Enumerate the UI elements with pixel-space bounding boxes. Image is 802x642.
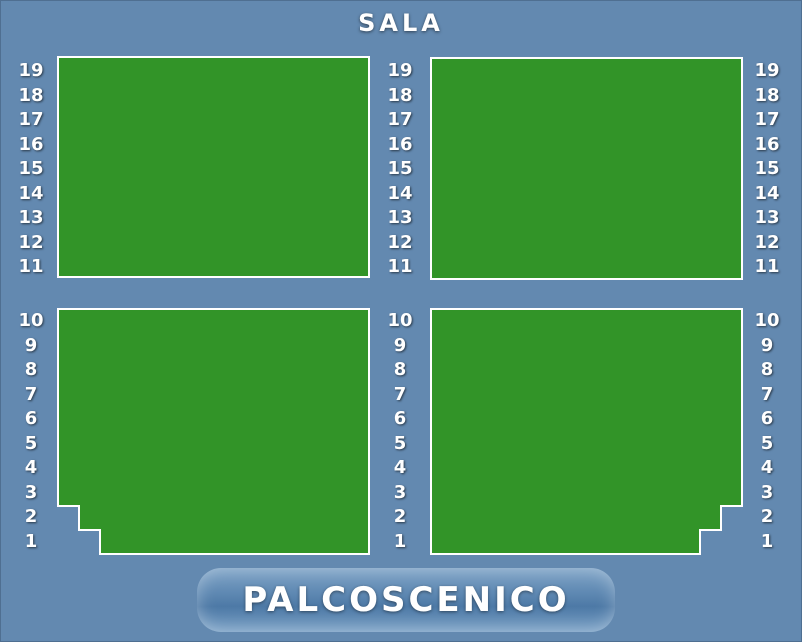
row-number: 7 [393,383,407,405]
row-number: 16 [754,133,780,155]
seat-block-upper-right[interactable] [430,57,744,281]
row-number: 5 [760,432,774,454]
row-number: 5 [393,432,407,454]
row-number: 2 [24,506,38,527]
row-number: 10 [18,310,44,331]
row-number: 14 [387,182,413,204]
row-number: 8 [393,359,407,380]
row-number: 15 [387,158,413,179]
row-number: 13 [754,207,780,228]
seat-block-lower-right[interactable] [430,308,744,556]
row-number: 14 [754,182,780,204]
row-number: 2 [760,506,774,527]
row-number: 3 [760,481,774,503]
row-number: 5 [24,432,38,454]
row-number: 1 [24,530,38,552]
row-numbers-lower-left: 10 9 8 7 6 5 4 3 2 1 [16,309,46,554]
row-number: 14 [18,182,44,204]
row-number: 17 [754,109,780,130]
row-number: 16 [387,133,413,155]
row-number: 11 [18,256,44,277]
row-number: 4 [760,457,774,478]
row-number: 17 [18,109,44,130]
row-number: 11 [754,256,780,277]
row-number: 1 [760,530,774,552]
row-number: 15 [18,158,44,179]
row-number: 18 [18,84,44,106]
seat-block-upper-left[interactable] [57,56,371,279]
row-number: 8 [24,359,38,380]
row-number: 19 [754,60,780,81]
row-number: 10 [754,310,780,331]
stage-label: PALCOSCENICO [242,580,570,620]
row-number: 7 [760,383,774,405]
row-number: 3 [393,481,407,503]
row-number: 13 [387,207,413,228]
row-number: 9 [24,334,38,356]
row-number: 7 [24,383,38,405]
row-numbers-upper-right: 19 18 17 16 15 14 13 12 11 [752,59,782,280]
row-number: 18 [387,84,413,106]
row-number: 19 [387,60,413,81]
row-number: 12 [754,231,780,253]
row-number: 16 [18,133,44,155]
row-numbers-lower-center: 10 9 8 7 6 5 4 3 2 1 [385,309,415,554]
row-number: 9 [760,334,774,356]
row-number: 10 [387,310,413,331]
row-number: 15 [754,158,780,179]
seat-block-lower-left[interactable] [57,308,371,556]
row-number: 1 [393,530,407,552]
row-number: 6 [393,408,407,429]
row-numbers-upper-left: 19 18 17 16 15 14 13 12 11 [16,59,46,280]
row-number: 6 [24,408,38,429]
row-number: 9 [393,334,407,356]
hall-title: SALA [358,9,444,37]
row-number: 12 [387,231,413,253]
row-numbers-lower-right: 10 9 8 7 6 5 4 3 2 1 [752,309,782,554]
row-number: 11 [387,256,413,277]
row-number: 4 [24,457,38,478]
stage-banner: PALCOSCENICO [197,568,615,632]
row-number: 2 [393,506,407,527]
row-number: 3 [24,481,38,503]
row-number: 4 [393,457,407,478]
row-number: 8 [760,359,774,380]
row-numbers-upper-center: 19 18 17 16 15 14 13 12 11 [385,59,415,280]
row-number: 12 [18,231,44,253]
row-number: 6 [760,408,774,429]
row-number: 17 [387,109,413,130]
row-number: 19 [18,60,44,81]
row-number: 13 [18,207,44,228]
row-number: 18 [754,84,780,106]
